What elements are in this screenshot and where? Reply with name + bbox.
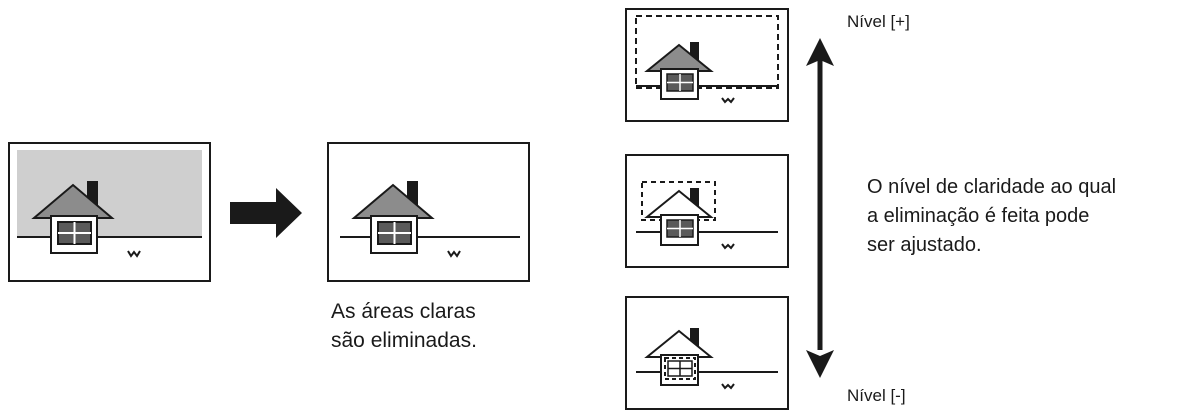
light-gray-background-area <box>17 150 202 236</box>
level-middle-panel <box>625 154 789 268</box>
removal-area-outline <box>635 15 779 89</box>
caption-line: As áreas claras <box>331 300 476 323</box>
removal-area-outline <box>664 357 696 380</box>
removed-areas-caption: As áreas claras são eliminadas. <box>331 297 477 355</box>
caption-line: são eliminadas. <box>331 329 477 352</box>
grass-icon <box>127 250 141 258</box>
level-plus-panel <box>625 8 789 122</box>
level-minus-label: Nível [-] <box>847 386 906 405</box>
house-icon <box>17 181 202 258</box>
grass-icon <box>721 243 735 250</box>
caption-line: O nível de claridade ao qual <box>867 176 1117 198</box>
house-icon <box>340 181 520 258</box>
original-image-panel <box>8 142 211 282</box>
right-arrow-icon <box>230 188 302 238</box>
caption-line: a eliminação é feita pode <box>867 205 1090 227</box>
level-plus-label: Nível [+] <box>847 12 910 31</box>
result-image-panel <box>327 142 530 282</box>
grass-icon <box>721 97 735 104</box>
level-minus-panel <box>625 296 789 410</box>
grass-icon <box>721 383 735 390</box>
adjust-level-caption: O nível de claridade ao qual a eliminaçã… <box>867 173 1116 260</box>
grass-icon <box>447 250 461 258</box>
double-arrow-icon <box>806 38 834 378</box>
caption-line: ser ajustado. <box>867 234 982 256</box>
